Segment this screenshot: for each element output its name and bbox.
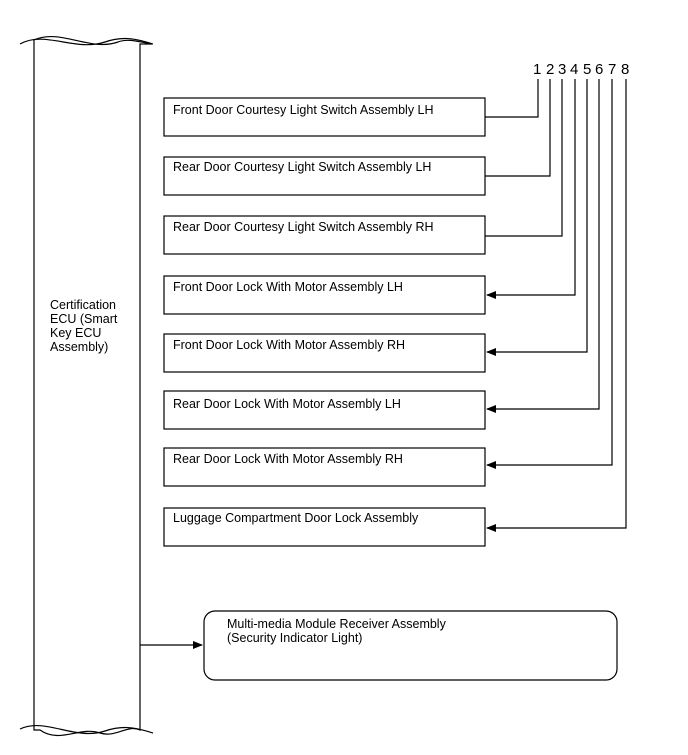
component-label: Rear Door Lock With Motor Assembly RH — [173, 452, 403, 466]
component-label: Front Door Lock With Motor Assembly RH — [173, 338, 405, 352]
ecu-label-line: Key ECU — [50, 326, 101, 340]
component-2: Rear Door Courtesy Light Switch Assembly… — [163, 79, 551, 196]
wire-terminal-1 — [485, 79, 539, 118]
component-box — [163, 333, 486, 373]
wire-terminal-6 — [486, 79, 600, 413]
wire-terminal-5 — [486, 79, 588, 356]
ecu-label-line: Assembly) — [50, 340, 108, 354]
terminal-number: 5 — [583, 61, 591, 78]
component-7: Rear Door Lock With Motor Assembly RH — [163, 79, 613, 487]
component-8: Luggage Compartment Door Lock Assembly — [163, 79, 627, 547]
component-box — [163, 390, 486, 430]
ecu-label: Certification ECU (Smart Key ECU Assembl… — [50, 298, 121, 354]
component-label: Luggage Compartment Door Lock Assembly — [173, 511, 419, 525]
component-box — [163, 507, 486, 547]
terminal-number: 2 — [546, 61, 554, 78]
component-label: Rear Door Courtesy Light Switch Assembly… — [173, 220, 434, 234]
terminal-number: 6 — [595, 61, 603, 78]
terminal-number: 3 — [558, 61, 566, 78]
component-box — [163, 215, 486, 255]
ecu-column: Certification ECU (Smart Key ECU Assembl… — [19, 35, 154, 737]
component-1: Front Door Courtesy Light Switch Assembl… — [163, 79, 539, 137]
ecu-top-break — [19, 37, 154, 46]
component-label: Rear Door Courtesy Light Switch Assembly… — [173, 160, 431, 174]
terminal-number: 1 — [533, 61, 541, 78]
receiver-label-line: Multi-media Module Receiver Assembly — [227, 617, 447, 631]
component-label: Front Door Lock With Motor Assembly LH — [173, 280, 403, 294]
ecu-label-line: ECU (Smart — [50, 312, 118, 326]
ecu-bottom-break — [19, 724, 154, 735]
component-6: Rear Door Lock With Motor Assembly LH — [163, 79, 600, 430]
component-box — [163, 275, 486, 315]
receiver-label: Multi-media Module Receiver Assembly (Se… — [227, 617, 449, 645]
component-4: Front Door Lock With Motor Assembly LH — [163, 79, 576, 315]
ecu-label-line: Certification — [50, 298, 116, 312]
component-label: Rear Door Lock With Motor Assembly LH — [173, 397, 401, 411]
wire-terminal-3 — [485, 79, 563, 237]
wire-terminal-8 — [486, 79, 627, 532]
terminal-numbers: 1 2 3 4 5 6 7 8 — [533, 61, 629, 78]
wire-terminal-7 — [486, 79, 613, 469]
terminal-number: 8 — [621, 61, 629, 78]
ecu-column-shape — [33, 35, 153, 737]
wire-terminal-4 — [486, 79, 576, 299]
component-box — [163, 447, 486, 487]
terminal-number: 7 — [608, 61, 616, 78]
component-box — [163, 97, 486, 137]
receiver: Multi-media Module Receiver Assembly (Se… — [140, 610, 618, 681]
receiver-box — [203, 610, 618, 681]
component-label: Front Door Courtesy Light Switch Assembl… — [173, 103, 434, 117]
receiver-label-line: (Security Indicator Light) — [227, 631, 362, 645]
terminal-number: 4 — [570, 61, 578, 78]
wire-terminal-2 — [485, 79, 551, 177]
component-3: Rear Door Courtesy Light Switch Assembly… — [163, 79, 563, 255]
component-5: Front Door Lock With Motor Assembly RH — [163, 79, 588, 373]
